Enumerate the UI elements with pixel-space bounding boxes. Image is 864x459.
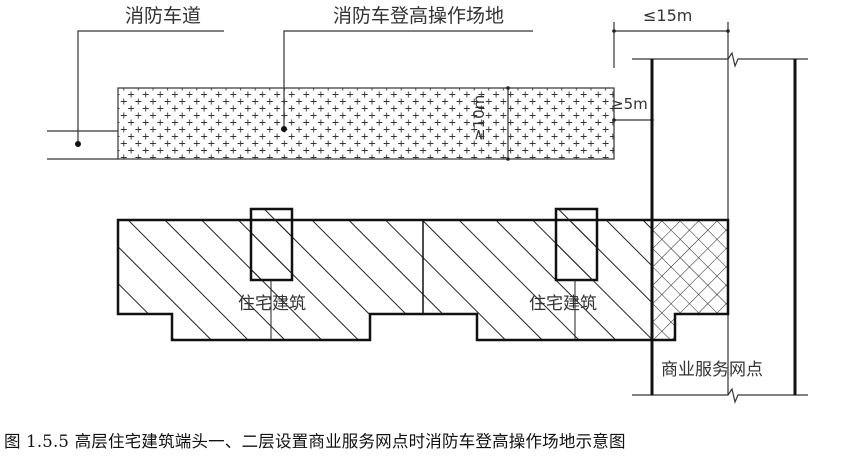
min-width-label: ≥10m (470, 95, 488, 141)
residential-label-2: 住宅建筑 (529, 294, 597, 314)
residential-label-1: 住宅建筑 (238, 294, 306, 314)
residential-building (116, 207, 730, 342)
operation-area (117, 86, 615, 161)
fire-lane-leader-dot (75, 141, 81, 147)
min-offset-label: ≥5m (611, 95, 648, 113)
max-distance-label: ≤15m (643, 6, 692, 25)
commercial-area (652, 220, 728, 340)
fire-lane (47, 130, 118, 160)
leader-lines (77, 30, 533, 144)
break-lines (632, 51, 808, 404)
figure-caption: 图 1.5.5 高层住宅建筑端头一、二层设置商业服务网点时消防车登高操作场地示意… (4, 432, 626, 451)
operation-area-leader-dot (281, 126, 287, 132)
commercial-label: 商业服务网点 (661, 360, 763, 380)
commercial-boundary (650, 59, 797, 395)
fire-lane-label: 消防车道 (125, 5, 201, 27)
operation-area-label: 消防车登高操作场地 (333, 5, 504, 27)
